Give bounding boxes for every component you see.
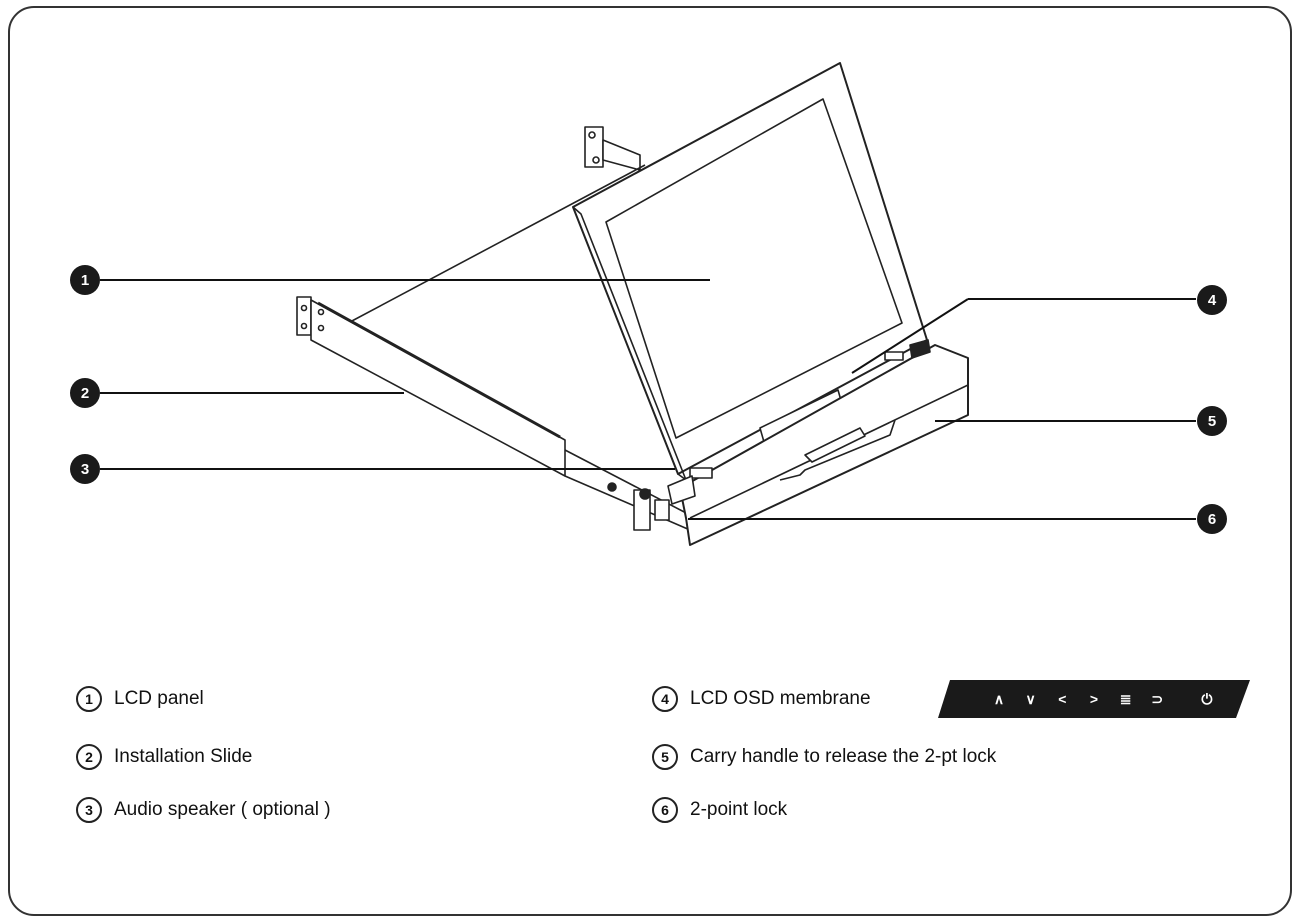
power-icon: ⏻ [1201,690,1213,707]
up-arrow-icon: ∧ [993,690,1005,707]
callout-6: 6 [1197,504,1227,534]
installation-slide [296,296,691,531]
legend-item-audio-speaker: 3 Audio speaker ( optional ) [76,797,331,823]
legend-label: Carry handle to release the 2-pt lock [690,746,997,767]
legend-number: 6 [652,797,678,823]
right-arrow-icon: > [1089,691,1099,707]
legend-number: 1 [76,686,102,712]
legend-label: Audio speaker ( optional ) [114,799,331,820]
osd-key-row: ∧ ∨ < > ≣ ⊃ ⏻ [988,680,1218,718]
callout-1: 1 [70,265,100,295]
legend-label: 2-point lock [690,799,788,820]
legend-item-lcd-panel: 1 LCD panel [76,686,204,712]
legend-item-carry-handle: 5 Carry handle to release the 2-pt lock [652,744,996,770]
legend-item-2-point-lock: 6 2-point lock [652,797,787,823]
legend-number: 2 [76,744,102,770]
left-arrow-icon: < [1058,691,1067,707]
callout-2: 2 [70,378,100,408]
legend-number: 3 [76,797,102,823]
legend-item-installation-slide: 2 Installation Slide [76,744,252,770]
keyboard-tray [679,339,969,546]
osd-membrane-strip [938,680,1250,718]
legend-item-osd-membrane: 4 LCD OSD membrane [652,686,871,712]
return-icon: ⊃ [1151,690,1164,707]
callout-4: 4 [1197,285,1227,315]
legend-number: 5 [652,744,678,770]
legend-label: LCD OSD membrane [690,688,871,709]
legend-number: 4 [652,686,678,712]
front-bracket [633,475,696,531]
callout-3: 3 [70,454,100,484]
menu-icon: ≣ [1119,690,1132,707]
legend-label: Installation Slide [114,746,253,767]
leader-lines [100,279,1196,520]
lcd-panel [572,62,928,481]
legend-label: LCD panel [114,688,204,709]
callout-5: 5 [1197,406,1227,436]
rear-bracket [584,126,641,171]
down-arrow-icon: ∨ [1025,690,1036,707]
